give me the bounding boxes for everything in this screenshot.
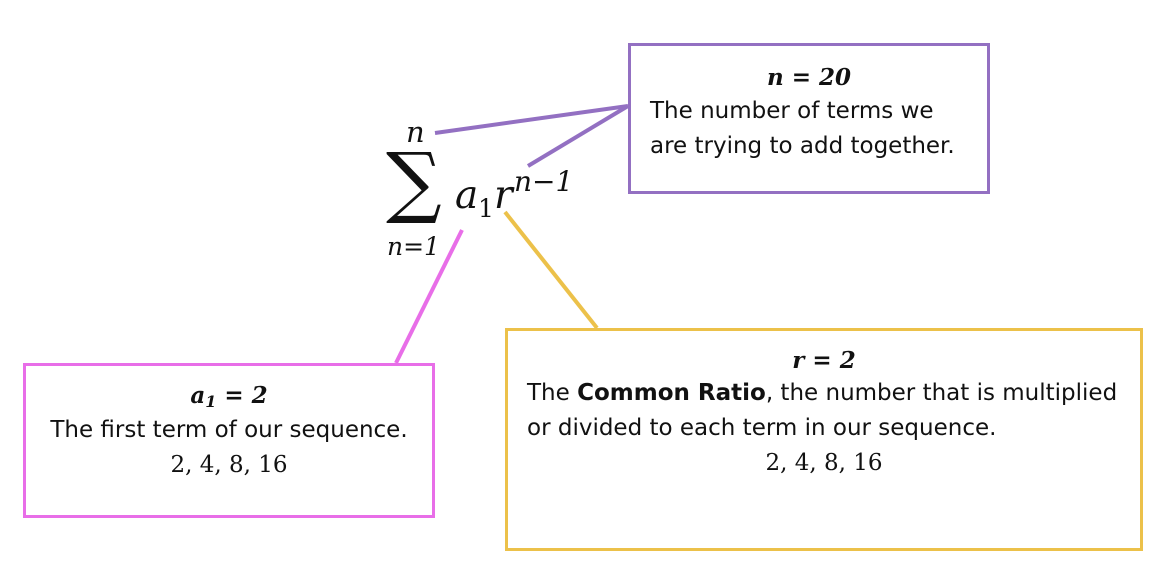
a1-description: The first term of our sequence. bbox=[50, 416, 408, 443]
first-term-symbol: a bbox=[455, 173, 479, 218]
ratio-symbol: r bbox=[494, 173, 513, 218]
first-term-subscript: 1 bbox=[478, 194, 494, 223]
r-description: The Common Ratio, the number that is mul… bbox=[527, 379, 1118, 441]
sigma-symbol: ∑ bbox=[386, 137, 442, 227]
r-heading: r = 2 bbox=[792, 347, 856, 374]
r-connector bbox=[503, 210, 599, 330]
n-heading: n = 20 bbox=[766, 64, 852, 91]
a1-connector bbox=[394, 229, 464, 364]
n-description-line-2: are trying to add together. bbox=[650, 132, 955, 159]
upper-limit: n bbox=[406, 115, 425, 149]
lower-limit: n=1 bbox=[387, 232, 440, 261]
n-description: The number of terms we are trying to add … bbox=[631, 94, 987, 164]
n-upper-connector bbox=[434, 104, 629, 135]
n-description-line-1: The number of terms we bbox=[650, 97, 934, 124]
a1-heading: a1 = 2 bbox=[190, 382, 268, 411]
ratio-exponent: n−1 bbox=[514, 165, 574, 198]
n-exponent-connector bbox=[526, 104, 630, 168]
common-ratio-term: Common Ratio bbox=[577, 379, 766, 406]
r-description-line-2: or divided to each term in our sequence. bbox=[527, 414, 997, 441]
a1-definition-box: a1 = 2 The first term of our sequence. 2… bbox=[23, 363, 435, 518]
n-definition-box: n = 20 The number of terms we are trying … bbox=[628, 43, 990, 194]
r-definition-box: r = 2 The Common Ratio, the number that … bbox=[505, 328, 1143, 551]
summation-formula: n ∑ n=1 a 1 r n−1 bbox=[378, 118, 598, 278]
r-example-values: 2, 4, 8, 16 bbox=[765, 449, 883, 476]
a1-example-values: 2, 4, 8, 16 bbox=[170, 451, 288, 478]
